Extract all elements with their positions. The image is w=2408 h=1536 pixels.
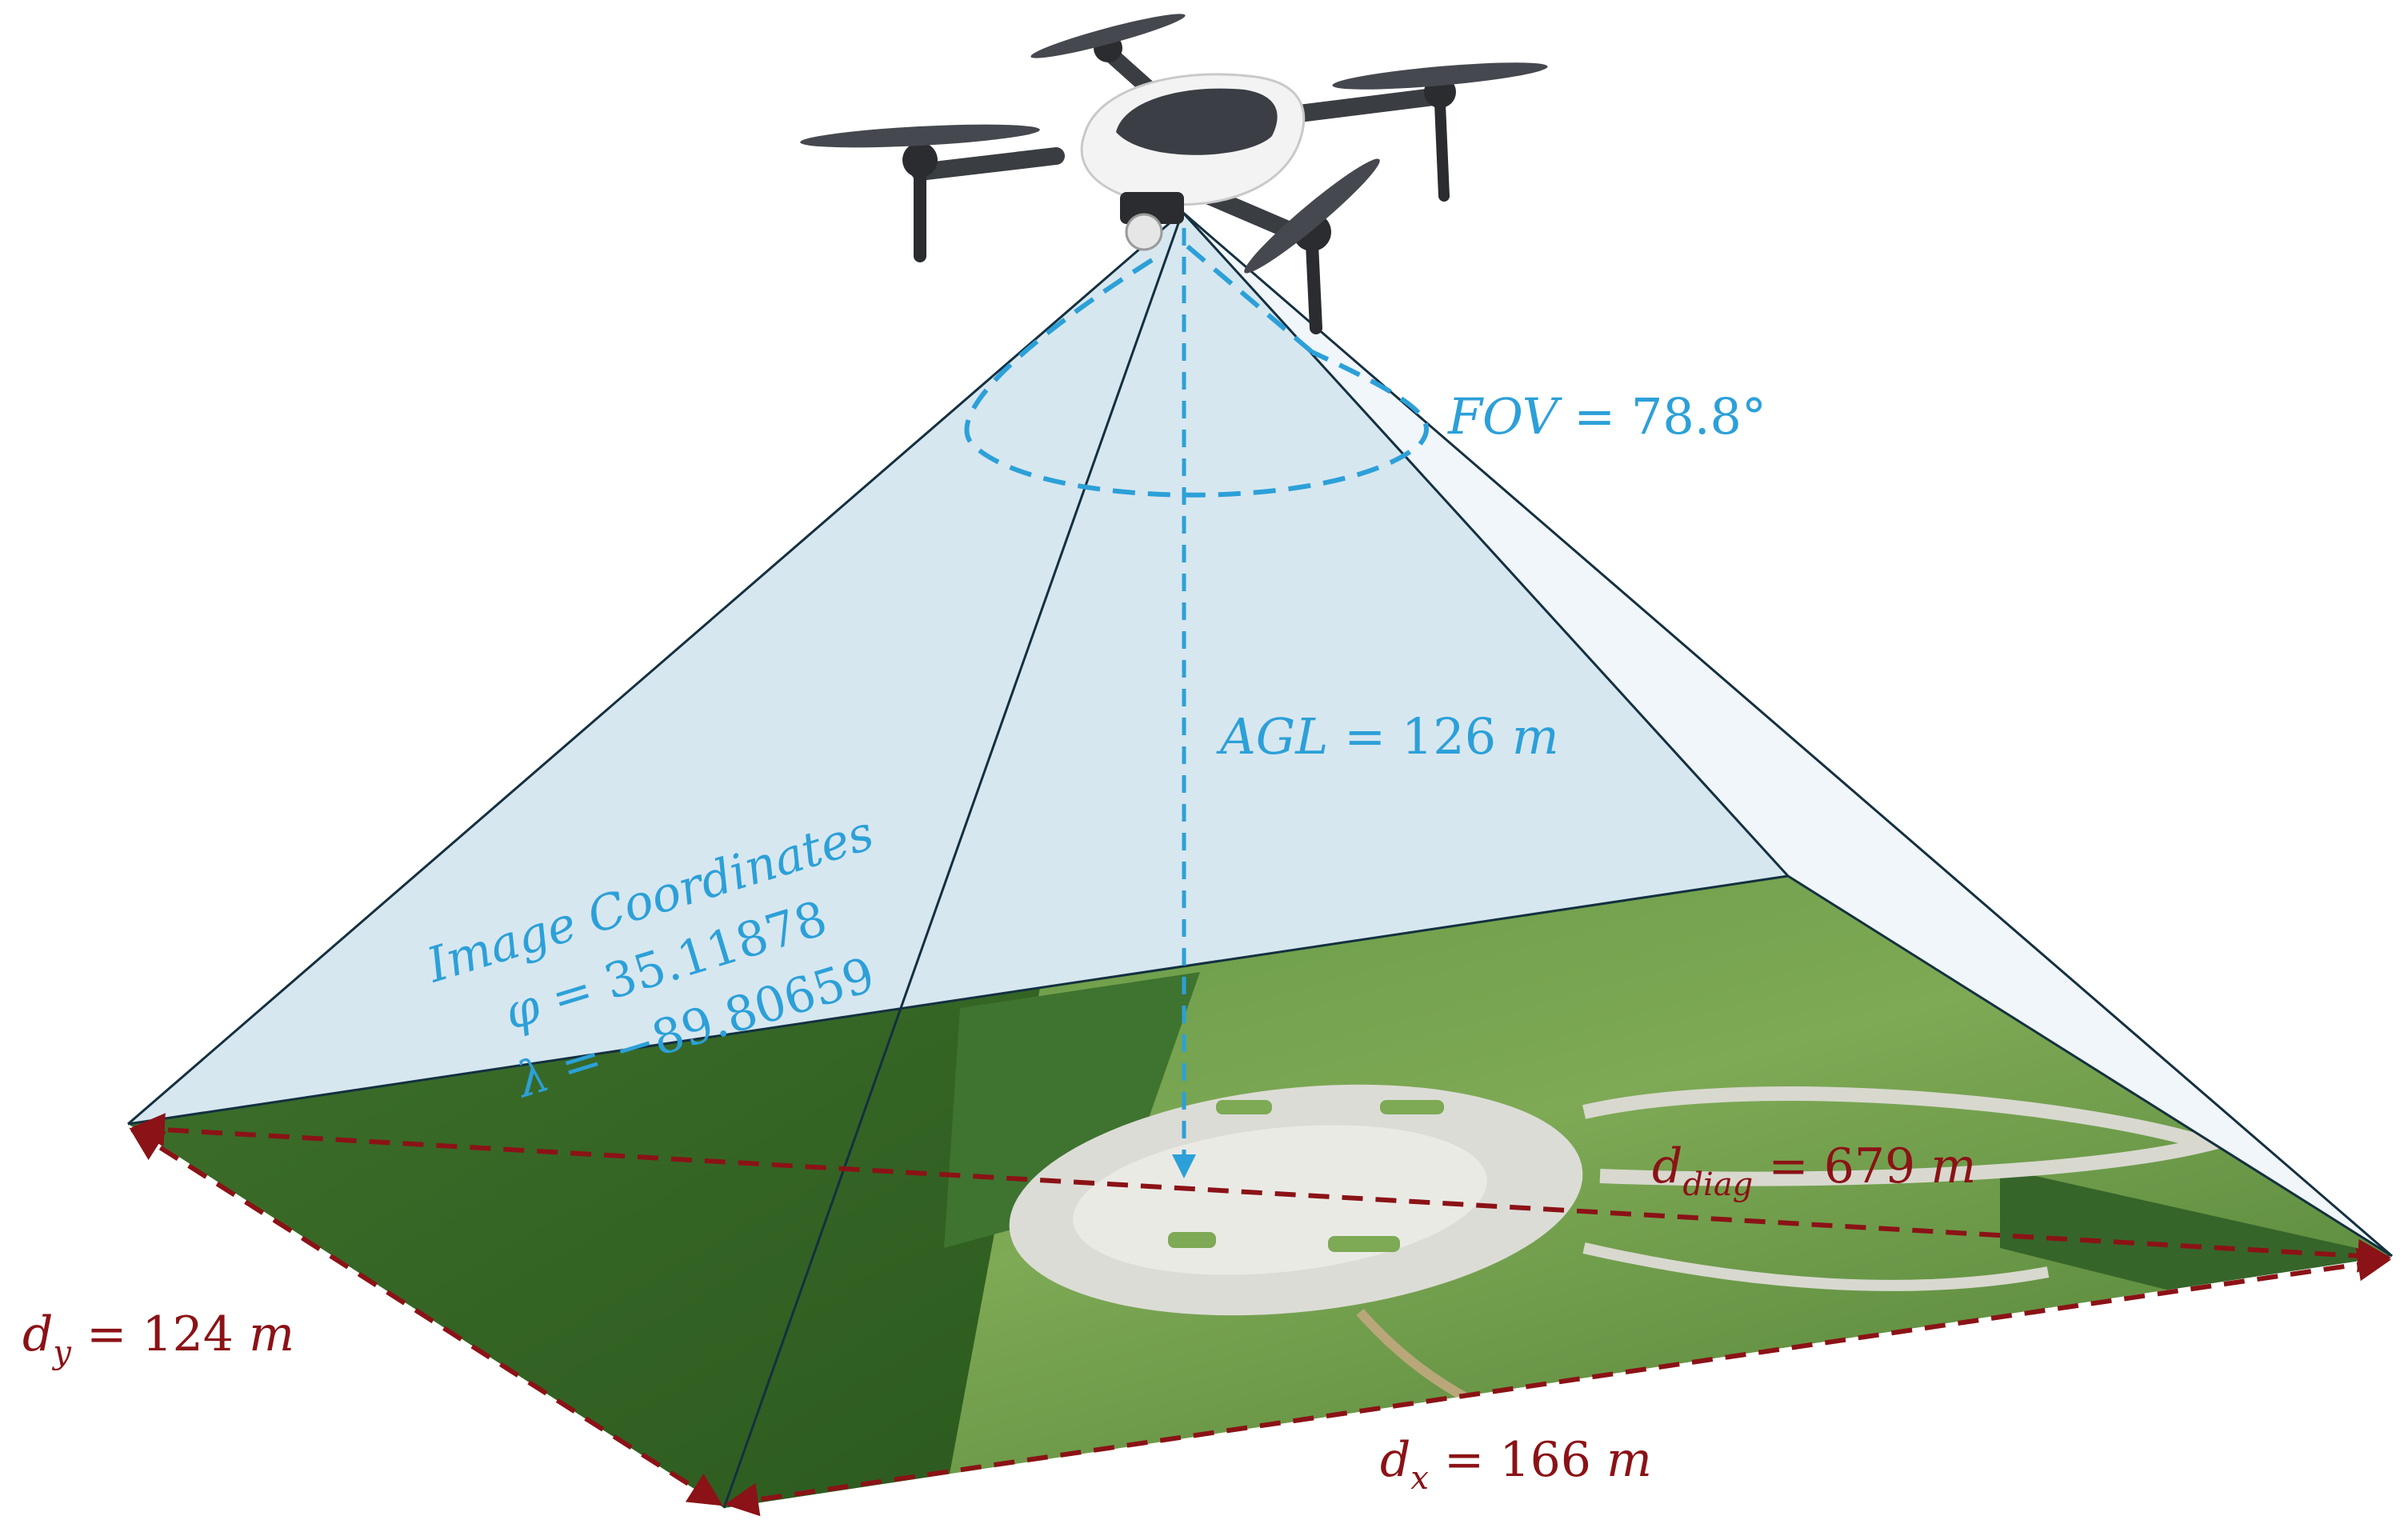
d-x-line: [724, 1247, 2392, 1517]
frustum-back-face: [128, 212, 1788, 1124]
fov-label: FOV = 78.8°: [1447, 387, 1766, 446]
drone-illustration: [800, 14, 1548, 334]
d-y-label: dy = 124 m: [22, 1306, 294, 1371]
agl-label: AGL = 126 m: [1216, 707, 1559, 766]
d-x-label: dx = 166 m: [1380, 1432, 1652, 1497]
fov-arc-right-tick: [1178, 238, 1314, 354]
d-y-line: [129, 1127, 723, 1506]
d-diag-label: ddiag = 679 m: [1652, 1138, 1976, 1203]
fov-arc: [964, 258, 1430, 498]
